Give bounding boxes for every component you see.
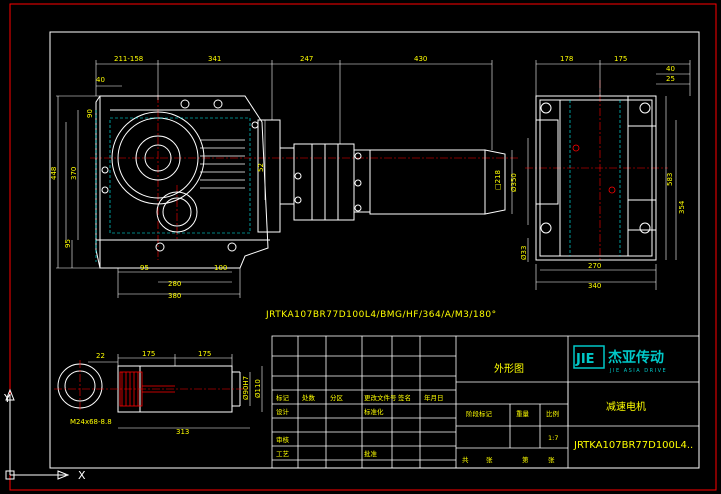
tb-scale-value: 1:7 [548,434,558,442]
tb-role-standard: 标准化 [364,407,384,416]
tb-weight-label: 重量 [516,410,530,418]
dim-bottom-3: 280 [168,280,181,288]
tb-model: JRTKA107BR77D100L4.. [573,440,693,451]
dim-top-3: 247 [300,55,313,63]
company-name-en: JIE ASIA DRIVE [609,368,667,374]
tb-row-label-5: 签名 [398,393,411,402]
dim-motor-flange: □218 [494,170,502,190]
tb-drawing-title: 外形图 [494,363,524,375]
company-logo-mark: JIE [575,352,595,367]
shaft-dim-top-2: 175 [142,350,155,358]
shaft-dim-top-1: 22 [96,352,105,360]
shaft-dim-bore-2: Ø110 [254,379,262,398]
dim-top-1: 211-158 [114,55,143,63]
tb-footer-1: 共 [462,455,469,464]
dim-left-4: 95 [64,239,72,248]
side-dim-top-1: 178 [560,55,573,63]
dim-motor-diameter: Ø350 [510,173,518,192]
dim-top-2: 341 [208,55,221,63]
tb-footer-2: 张 [486,455,493,464]
dim-shaft-small: 52 [257,163,265,172]
gearbox-housing [95,95,295,269]
dim-left-2: 448 [50,167,58,180]
side-dim-right-2: 25 [666,75,675,83]
tb-row-label-2: 处数 [302,393,316,402]
tb-scale-label: 比例 [546,409,559,418]
tb-row-label-6: 年月日 [424,393,444,402]
side-dim-top-2: 175 [614,55,627,63]
shaft-dim-thread: M24x68-8.8 [70,418,112,426]
tb-footer-3: 第 [522,455,529,464]
motor [293,143,506,221]
dim-left-offset: 40 [96,76,105,84]
tb-stage-label: 阶段标记 [466,409,493,418]
tb-role-design: 设计 [276,407,290,416]
side-dim-bottom-2: 340 [588,282,601,290]
tb-row-label-4: 更改文件号 [364,393,397,402]
dim-left-3: 370 [70,167,78,180]
tb-role-review: 审核 [276,435,290,444]
tb-row-label-3: 分区 [330,393,344,402]
ucs-y-label: Y [3,392,11,405]
company-name: 杰亚传动 [608,349,664,366]
dim-bottom-1: 95 [140,264,149,272]
side-dim-bottom-1: 270 [588,262,601,270]
ucs-x-label: X [78,469,86,482]
shaft-detail-view: 22 175 175 M24x68-8.8 Ø90H7 Ø110 313 [54,350,263,436]
side-dim-right-1: 40 [666,65,675,73]
side-dim-vertical-1: 583 [666,173,674,186]
shaft-dim-top-3: 175 [198,350,211,358]
dim-left-1: 90 [86,109,94,118]
shaft-dim-bore-1: Ø90H7 [242,376,250,400]
drawing-frame [9,3,717,491]
part-number: JRTKA107BR77D100L4/BMG/HF/364/A/M3/180° [265,310,497,320]
ucs-axis-icon: Y X [3,388,86,482]
tb-row-label-1: 标记 [276,393,290,402]
shaft-dim-length: 313 [176,428,189,436]
side-dim-hole: Ø33 [520,246,528,260]
front-view: 211-158 341 247 430 40 90 448 370 95 95 … [50,55,529,300]
side-dim-vertical-2: 354 [678,200,686,214]
dim-bottom-2: 100 [214,264,227,272]
gearbox-fins [200,139,245,189]
side-view: 178 175 40 25 583 354 Ø33 270 340 [520,55,691,290]
dim-bottom-4: 380 [168,292,181,300]
tb-footer-4: 张 [548,455,555,464]
tb-role-process: 工艺 [276,450,290,458]
tb-role-approve: 批准 [364,449,378,458]
title-block: 标记 处数 分区 更改文件号 签名 年月日 设计 标准化 审核 工艺 批准 外形… [271,335,700,469]
dim-top-4: 430 [414,55,427,63]
tb-product-name: 减速电机 [606,400,646,413]
company-logo: JIE 杰亚传动 JIE ASIA DRIVE [573,345,667,374]
